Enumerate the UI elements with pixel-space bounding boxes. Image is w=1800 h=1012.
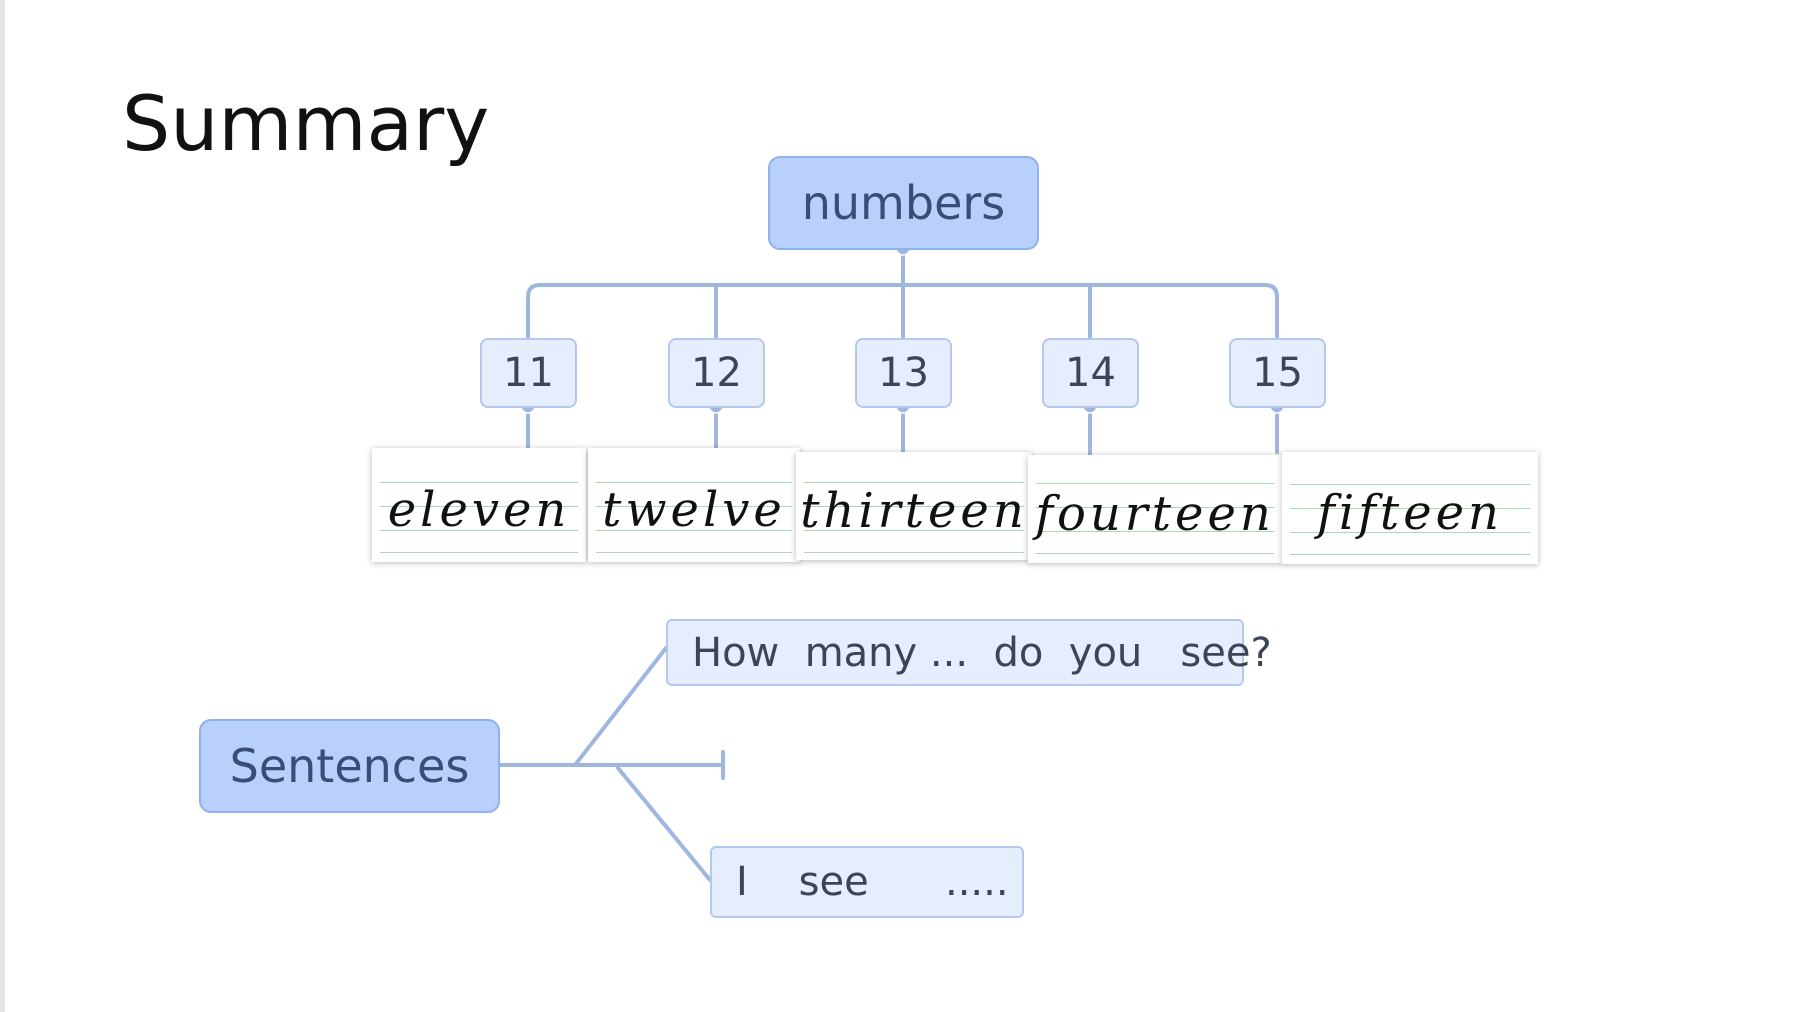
number-node-11[interactable]: 11 — [480, 338, 577, 408]
sentence-question-text: How many ... do you see? — [692, 629, 1272, 676]
slide-left-edge — [0, 0, 5, 1012]
number-node-label: 13 — [878, 350, 929, 396]
word-card-thirteen: thirteen — [796, 452, 1032, 560]
word-card-fourteen: fourteen — [1028, 455, 1282, 563]
number-node-12[interactable]: 12 — [668, 338, 765, 408]
word-card-twelve: twelve — [588, 448, 800, 562]
sentence-answer-text: I see ..... — [736, 859, 1009, 905]
connector-sentence-1 — [573, 646, 668, 767]
word-card-eleven: eleven — [372, 448, 586, 562]
number-node-label: 12 — [691, 350, 742, 396]
number-node-14[interactable]: 14 — [1042, 338, 1139, 408]
number-node-13[interactable]: 13 — [855, 338, 952, 408]
sentences-node-label: Sentences — [229, 739, 470, 793]
sentences-node[interactable]: Sentences — [199, 719, 500, 813]
word-fifteen: fifteen — [1317, 485, 1503, 541]
word-twelve: twelve — [602, 482, 786, 538]
sentence-node-question[interactable]: How many ... do you see? — [666, 619, 1272, 686]
word-eleven: eleven — [387, 482, 571, 538]
word-fourteen: fourteen — [1035, 486, 1275, 542]
number-node-15[interactable]: 15 — [1229, 338, 1326, 408]
word-thirteen: thirteen — [800, 483, 1028, 539]
numbers-node-label: numbers — [801, 176, 1006, 230]
connector-sentence-2 — [616, 766, 712, 882]
number-node-label: 11 — [503, 350, 554, 396]
number-node-label: 14 — [1065, 350, 1116, 396]
word-card-fifteen: fifteen — [1282, 452, 1538, 564]
number-node-label: 15 — [1252, 350, 1303, 396]
sentence-node-answer[interactable]: I see ..... — [710, 846, 1024, 918]
slide-title: Summary — [122, 79, 490, 168]
numbers-node[interactable]: numbers — [768, 156, 1039, 250]
